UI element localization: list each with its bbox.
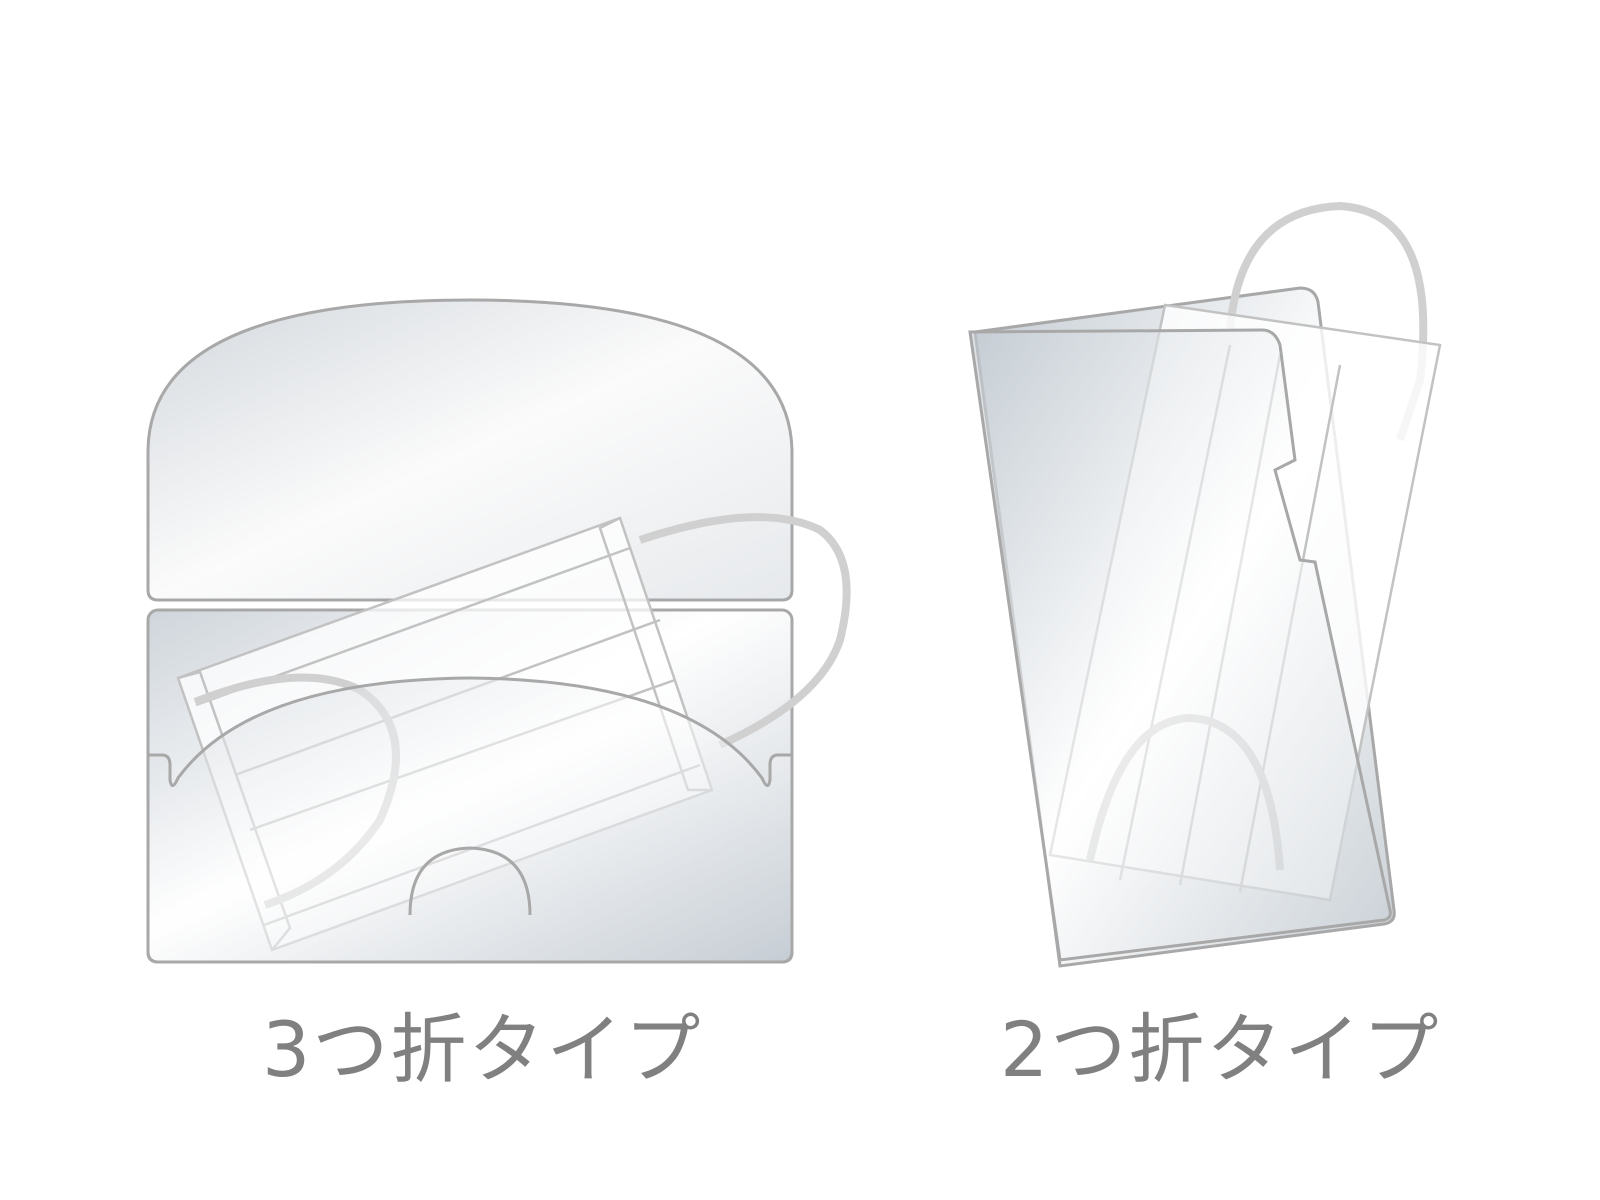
bi-fold-holder (968, 201, 1442, 968)
bi-fold-caption: 2つ折タイプ (1000, 1005, 1441, 1094)
tri-fold-holder (146, 298, 851, 964)
tri-fold-caption: 3つ折タイプ (262, 1005, 703, 1094)
